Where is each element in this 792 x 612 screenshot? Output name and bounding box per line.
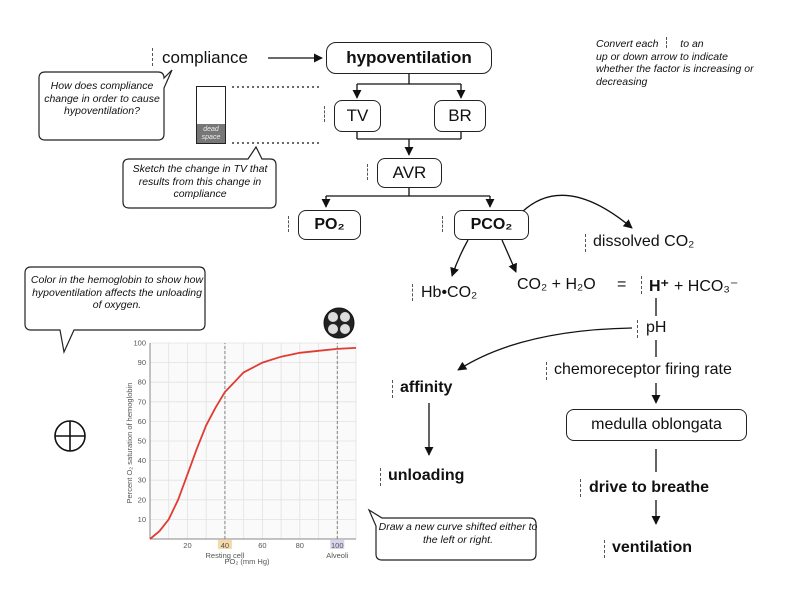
blank-marker[interactable] <box>637 320 638 338</box>
h-plus-label: H⁺ <box>649 278 669 295</box>
blank-marker[interactable] <box>604 540 605 558</box>
ph-label: pH <box>646 319 667 336</box>
compliance-question-bubble-shape <box>38 69 173 141</box>
chart-marker-label: Resting cell <box>206 551 245 560</box>
chart-x-axis-label: PO₂ (mm Hg) <box>225 557 270 566</box>
chart-tick-highlight <box>217 540 232 549</box>
arrow-pco2-to-dissolved <box>521 194 633 229</box>
draw-curve-note: Draw a new curve shifted either to the l… <box>378 521 538 546</box>
avr-box: AVR <box>377 158 442 188</box>
dissolved-co2-label: dissolved CO₂ <box>593 233 695 250</box>
blank-marker[interactable] <box>585 234 586 252</box>
blank-marker[interactable] <box>580 479 581 497</box>
empty-hemoglobin-icon[interactable] <box>52 418 88 454</box>
arrow-pco2-to-hbco2 <box>450 239 469 277</box>
hypoventilation-box: hypoventilation <box>326 42 492 74</box>
chart-y-axis-label: Percent O₂ saturation of hemoglobin <box>125 383 134 504</box>
saturated-hemoglobin-icon <box>323 307 355 339</box>
medulla-box: medulla oblongata <box>566 409 747 441</box>
br-box: BR <box>434 100 486 132</box>
chart-series-line <box>149 347 357 540</box>
tv-box: TV <box>334 100 381 132</box>
sketch-tv-note: Sketch the change in TV that results fro… <box>132 163 268 200</box>
convert-note: Convert each to an up or down arrow to i… <box>596 37 756 88</box>
chart-y-tick-label: 70 <box>138 397 146 406</box>
draw-curve-bubble-shape <box>367 508 537 561</box>
chart-y-tick-label: 60 <box>138 417 146 426</box>
chart-x-tick-label: 60 <box>258 541 266 550</box>
chart-y-tick-label: 100 <box>133 339 146 348</box>
blank-marker[interactable] <box>392 380 393 398</box>
blank-marker[interactable] <box>380 468 381 486</box>
drive-label: drive to breathe <box>589 479 710 496</box>
blank-marker-sample <box>666 37 677 48</box>
po2-box: PO₂ <box>298 210 361 240</box>
color-hemoglobin-bubble-shape <box>24 266 206 354</box>
arrow-pco2-to-equation <box>501 239 517 273</box>
sketch-tv-bubble-shape <box>122 145 277 209</box>
blank-marker[interactable] <box>546 362 547 380</box>
ventilation-label: ventilation <box>612 539 693 556</box>
convert-note-part2: to an <box>680 38 704 50</box>
oxygen-dissociation-chart: Resting cell Alveoli 20 40 60 80 100 10 20 30 40 50… <box>125 339 357 566</box>
chart-marker-label: Alveoli <box>326 551 348 560</box>
chart-y-tick-label: 20 <box>138 495 146 504</box>
arrow-ph-to-affinity <box>457 327 633 371</box>
blank-marker[interactable] <box>641 276 642 294</box>
dead-space-label: dead space <box>197 124 225 143</box>
color-hemoglobin-note: Color in the hemoglobin to show how hypo… <box>30 274 204 311</box>
equation-left: CO₂ + H₂O <box>517 276 596 293</box>
chart-y-tick-label: 90 <box>138 358 146 367</box>
chart-y-tick-label: 80 <box>138 378 146 387</box>
blank-marker[interactable] <box>152 48 153 66</box>
blank-marker[interactable] <box>288 216 289 232</box>
convert-note-rest: up or down arrow to indicate whether the… <box>596 50 754 88</box>
convert-note-part1: Convert each <box>596 38 659 50</box>
chemoreceptor-label: chemoreceptor firing rate <box>554 361 732 378</box>
compliance-question: How does compliance change in order to c… <box>44 80 160 117</box>
chart-x-tick-label: 40 <box>221 541 229 550</box>
blank-marker[interactable] <box>324 106 325 122</box>
blank-marker[interactable] <box>412 284 413 301</box>
compliance-label: compliance <box>162 48 248 67</box>
chart-x-tick-label: 20 <box>183 541 191 550</box>
unloading-label: unloading <box>388 467 465 484</box>
chart-y-tick-label: 30 <box>138 476 146 485</box>
chart-y-tick-label: 50 <box>138 437 146 446</box>
tidal-volume-bar[interactable]: dead space <box>196 86 226 144</box>
chart-x-tick-label: 100 <box>331 541 344 550</box>
blank-marker[interactable] <box>442 216 443 232</box>
pco2-box: PCO₂ <box>454 210 529 240</box>
chart-y-tick-label: 40 <box>138 456 146 465</box>
chart-tick-highlight <box>330 540 345 549</box>
equation-equals: = <box>617 276 627 293</box>
equation-right: + HCO₃⁻ <box>674 278 739 295</box>
chart-x-tick-label: 80 <box>296 541 304 550</box>
chart-y-tick-label: 10 <box>138 515 146 524</box>
affinity-label: affinity <box>400 379 453 396</box>
hb-co2-label: Hb•CO₂ <box>421 284 478 301</box>
blank-marker[interactable] <box>367 164 368 180</box>
